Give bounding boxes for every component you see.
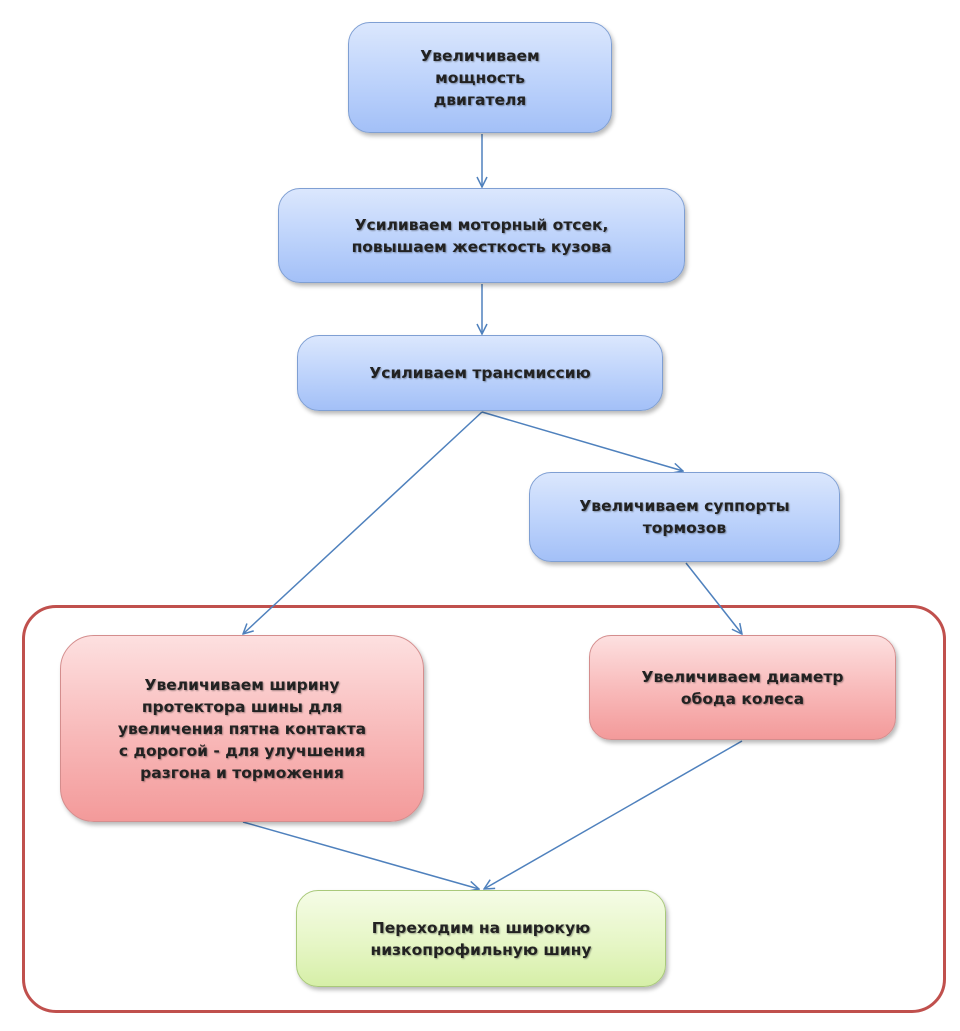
arrow-brakes-to-rim [685,562,742,634]
node-rim-diameter: Увеличиваем диаметр обода колеса [589,635,896,740]
node-low-profile-tire: Переходим на широкую низкопрофильную шин… [296,890,666,987]
node-transmission: Усиливаем трансмиссию [297,335,663,411]
node-engine-bay: Усиливаем моторный отсек, повышаем жестк… [278,188,685,283]
tire-group-frame [22,605,946,1013]
node-engine-power: Увеличиваем мощность двигателя [348,22,612,133]
arrow-rim-to-tire [484,740,743,889]
node-brake-calipers: Увеличиваем суппорты тормозов [529,472,840,562]
node-tread-width: Увеличиваем ширину протектора шины для у… [60,635,424,822]
arrow-transmission-to-tread [243,411,483,634]
arrow-tread-to-tire [242,821,479,889]
arrow-transmission-to-brakes [481,411,683,471]
